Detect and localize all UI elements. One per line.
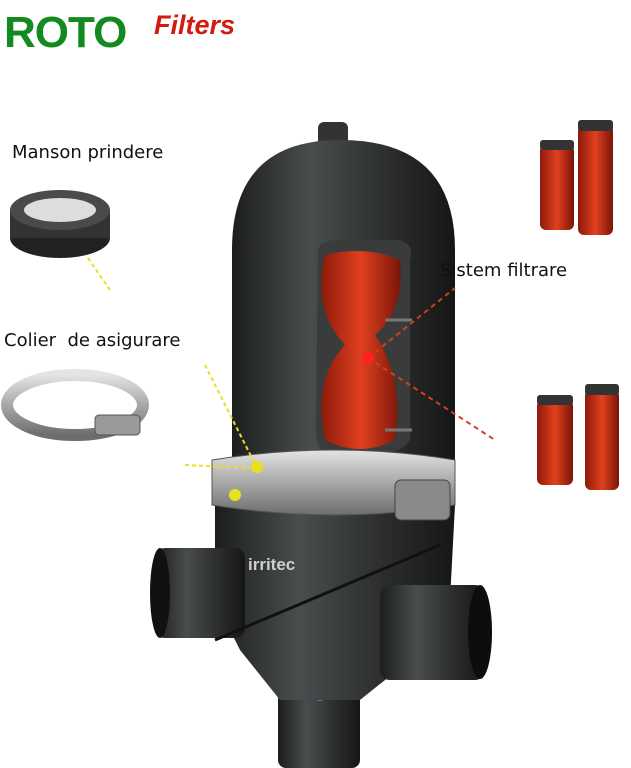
- spare-cartridges-bottom: [537, 384, 619, 490]
- clamp-ring-image: [1, 369, 149, 441]
- yellow-marker-dot: [229, 489, 241, 501]
- label-colier-de-asigurare: Colier de asigurare: [4, 330, 181, 351]
- label-manson-prindere: Manson prindere: [12, 142, 164, 163]
- spare-cartridges-top: [540, 120, 613, 235]
- filter-housing: [232, 122, 455, 470]
- lower-body: irritec: [150, 505, 492, 700]
- logo-brand: ROTO: [4, 8, 127, 57]
- label-sistem-filtrare: Sistem filtrare: [440, 260, 568, 281]
- pointer-lines: [87, 257, 496, 469]
- bottom-outlet: [278, 689, 360, 768]
- logo-suffix: Filters: [154, 10, 236, 40]
- clamp-band: [211, 449, 456, 521]
- red-filter-cartridge: [321, 251, 401, 449]
- coupling-nut-image: [10, 190, 110, 258]
- yellow-marker-dot: [251, 461, 263, 473]
- irritec-label: irritec: [248, 555, 295, 574]
- red-marker-dot: [362, 352, 374, 364]
